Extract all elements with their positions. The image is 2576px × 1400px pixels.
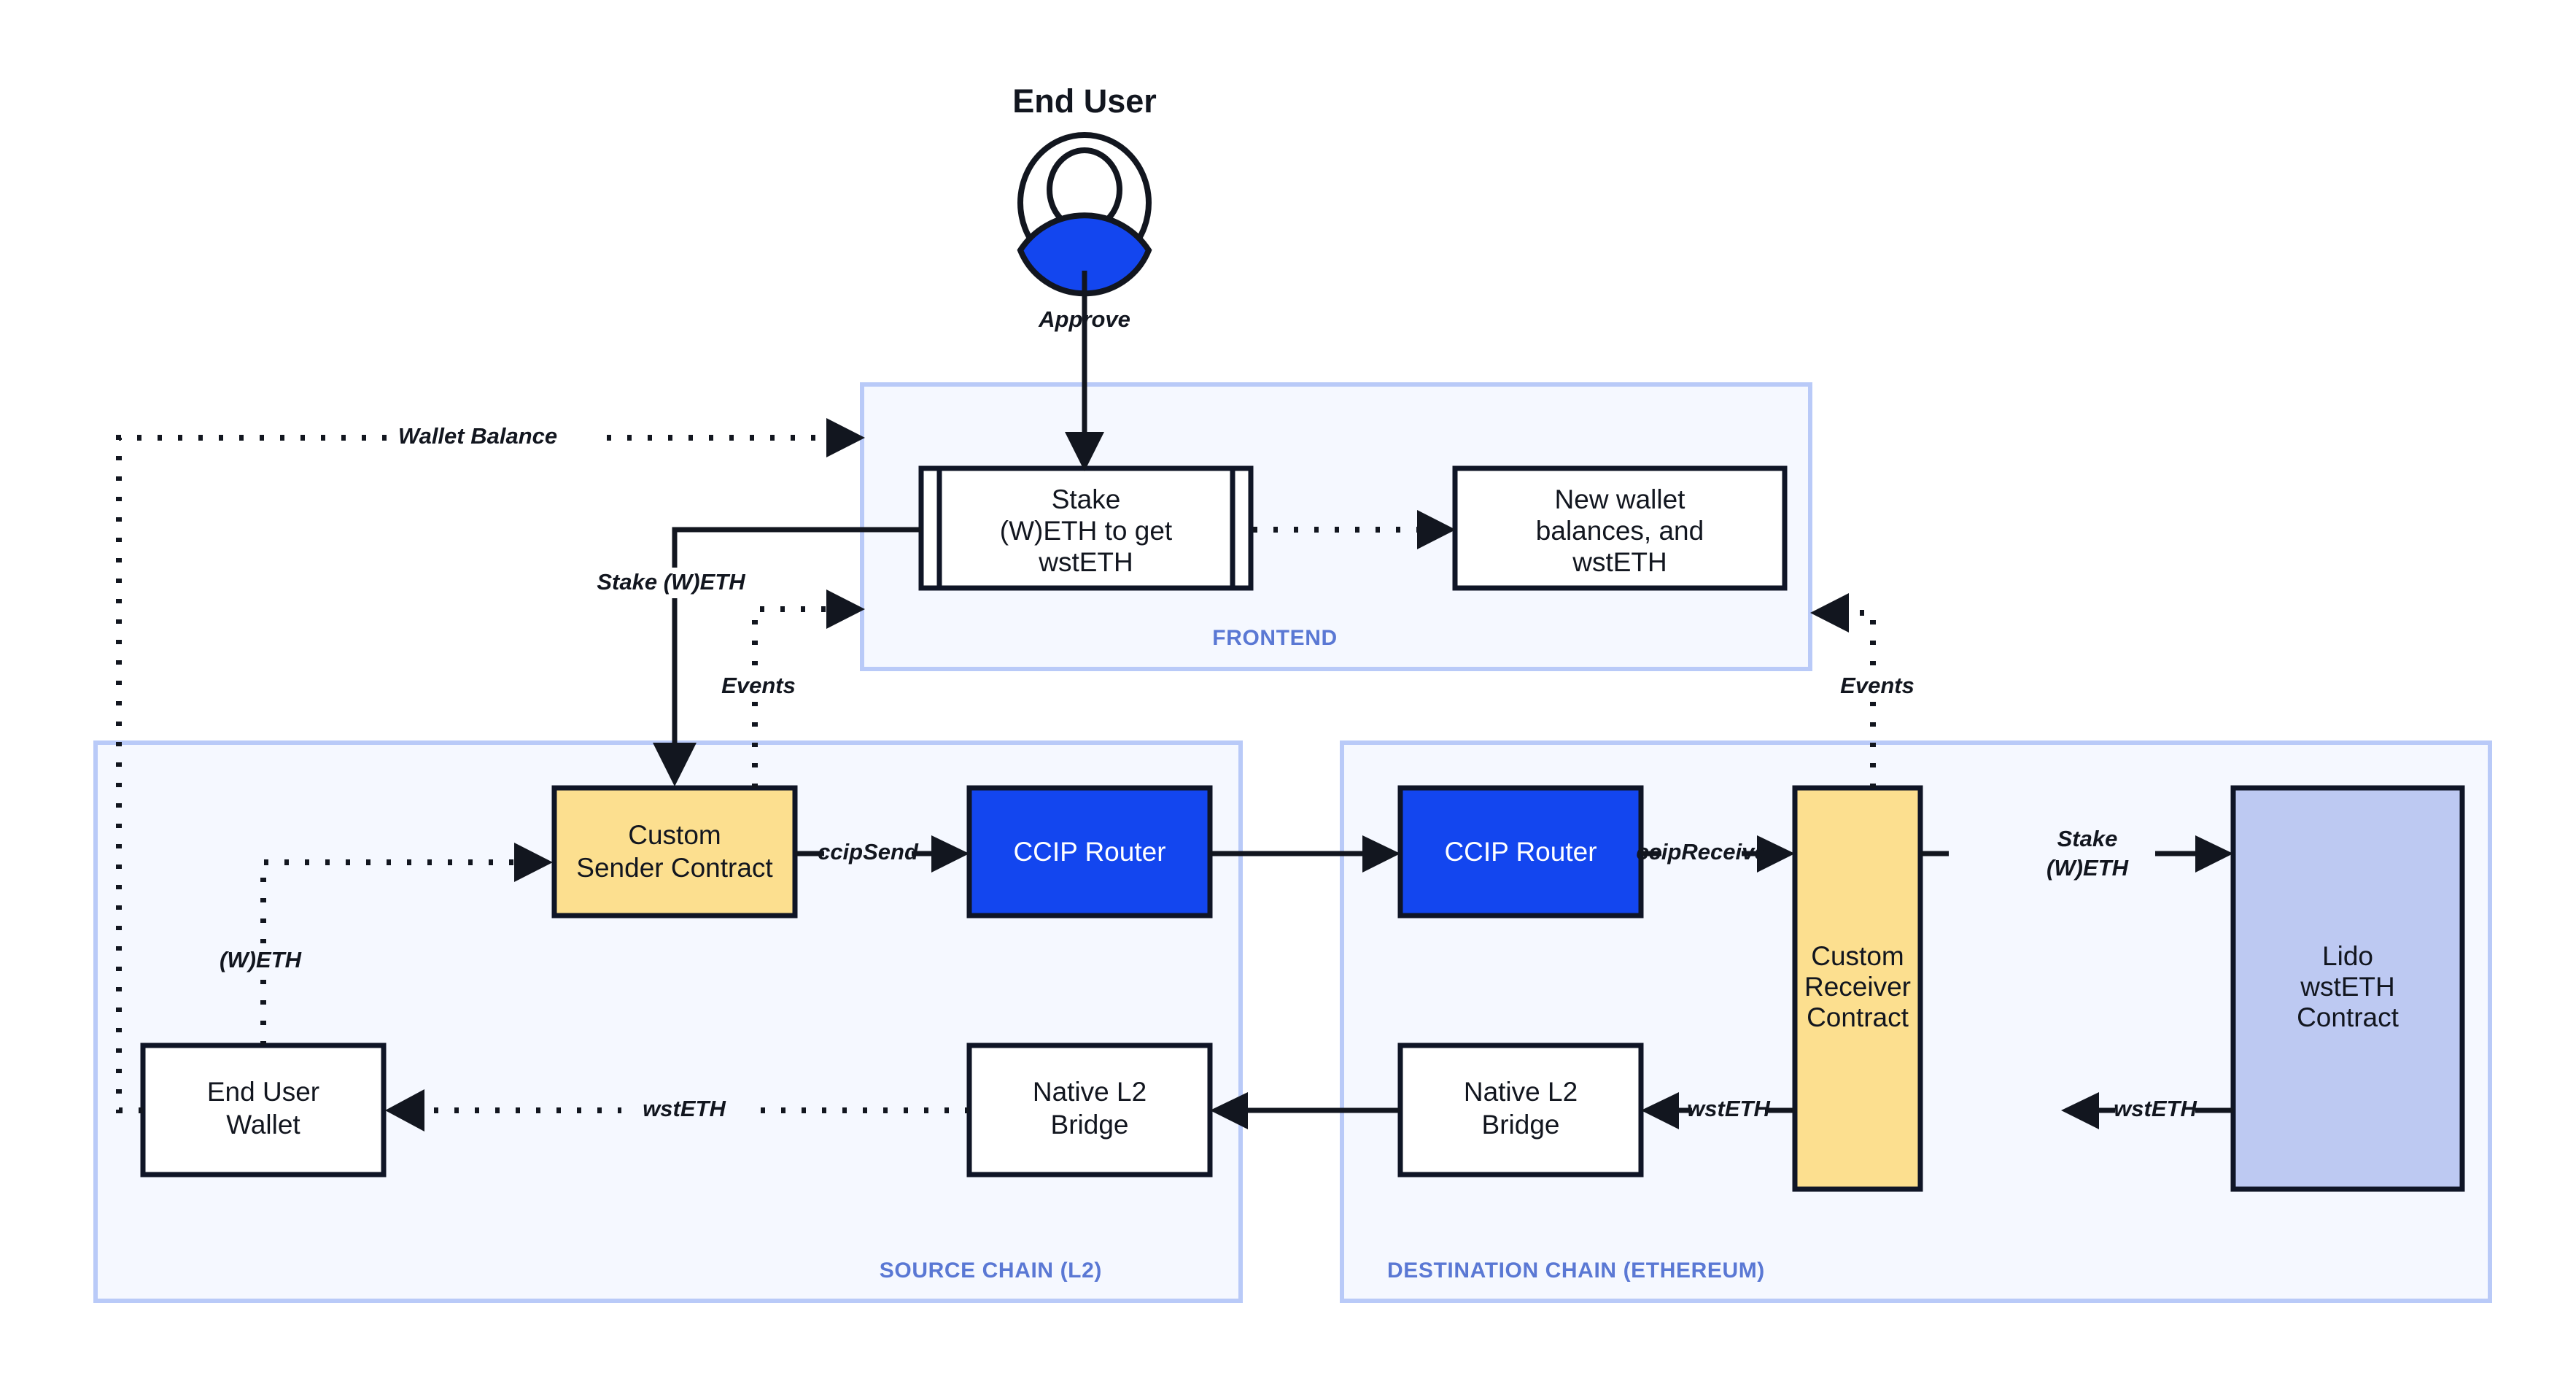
edge-events-source-label-bg xyxy=(686,671,824,702)
edge-approve-arrowhead xyxy=(1065,432,1104,471)
edge-stake-weth-source-label-bg xyxy=(576,568,766,598)
node-native-bridge-dest[interactable]: Native L2 Bridge xyxy=(1397,1043,1644,1177)
edge-stake-weth-dest: Stake (W)ETH xyxy=(1920,826,2233,881)
node-custom-sender-contract-line-1: Custom xyxy=(628,820,721,850)
node-new-balances[interactable]: New wallet balances, and wstETH xyxy=(1452,465,1788,591)
edge-router-to-router-arrowhead xyxy=(1362,835,1400,873)
edge-ccip-receive-arrowhead xyxy=(1757,835,1795,873)
user-avatar-icon xyxy=(1017,132,1152,297)
node-lido-wsteth-contract-line-3: Contract xyxy=(2297,1002,2400,1032)
node-stake-form-rect xyxy=(918,465,1254,591)
node-end-user-wallet[interactable]: End User Wallet xyxy=(140,1043,387,1177)
edge-form-to-balances xyxy=(1253,510,1456,549)
edge-wsteth-bridge-to-wallet-label-bg xyxy=(621,1094,753,1126)
node-ccip-router-dest-rect xyxy=(1397,785,1644,918)
node-stake-form-line-2: (W)ETH to get xyxy=(1000,516,1173,546)
edge-events-dest: Events xyxy=(1809,593,1947,788)
edge-events-source-label: Events xyxy=(721,673,796,698)
node-custom-sender-contract-rect xyxy=(551,785,798,918)
edge-wsteth-receiver-to-bridge: wstETH xyxy=(1641,1092,1795,1129)
edge-wsteth-receiver-to-bridge-label: wstETH xyxy=(1687,1096,1770,1121)
node-custom-receiver-contract[interactable]: Custom Receiver Contract xyxy=(1792,785,1923,1192)
edge-stake-weth-dest-line-2: (W)ETH xyxy=(2047,855,2129,881)
edge-ccip-send: ccipSend xyxy=(795,835,969,873)
node-native-bridge-dest-line-1: Native L2 xyxy=(1464,1077,1578,1107)
zone-frontend-label: FRONTEND xyxy=(1212,626,1337,650)
edge-wsteth-receiver-to-bridge-arrowhead xyxy=(1641,1092,1679,1129)
edge-weth-deposit-label-bg xyxy=(208,946,339,977)
node-native-bridge-source-line-1: Native L2 xyxy=(1033,1077,1147,1107)
node-native-bridge-dest-rect xyxy=(1397,1043,1644,1177)
edge-wallet-balance-label: Wallet Balance xyxy=(398,423,557,449)
edge-ccip-send-arrowhead xyxy=(931,835,969,873)
node-lido-wsteth-contract-rect xyxy=(2230,785,2465,1192)
edge-stake-weth-source-arrowhead xyxy=(653,743,697,786)
zone-source-chain-label: SOURCE CHAIN (L2) xyxy=(880,1258,1102,1283)
edge-events-dest-arrowhead xyxy=(1810,593,1849,633)
edge-wallet-balance-label-bg xyxy=(394,422,605,454)
edge-wsteth-lido-to-receiver-arrowhead xyxy=(2061,1092,2099,1129)
edge-events-source: Events xyxy=(686,589,865,788)
actor-end-user: End User xyxy=(1012,82,1157,297)
node-native-bridge-source-line-2: Bridge xyxy=(1051,1110,1129,1140)
node-custom-receiver-contract-line-3: Contract xyxy=(1807,1002,1909,1032)
edge-stake-weth-dest-line-1: Stake xyxy=(2057,826,2118,851)
edge-weth-deposit-arrowhead xyxy=(514,843,553,882)
edge-ccip-send-label: ccipSend xyxy=(818,839,919,865)
node-new-balances-line-2: balances, and xyxy=(1536,516,1704,546)
node-custom-receiver-contract-rect xyxy=(1792,785,1923,1192)
edge-events-dest-label-bg xyxy=(1809,671,1947,702)
edge-wsteth-lido-to-receiver-label: wstETH xyxy=(2114,1096,2197,1121)
actor-end-user-label: End User xyxy=(1012,82,1157,120)
edge-wsteth-lido-to-receiver: wstETH xyxy=(2061,1092,2233,1129)
node-lido-wsteth-contract-line-2: wstETH xyxy=(2300,972,2395,1002)
edge-stake-weth-source-label: Stake (W)ETH xyxy=(597,569,745,595)
node-custom-sender-contract-line-2: Sender Contract xyxy=(576,853,773,883)
edge-approve-label: Approve xyxy=(1038,306,1130,332)
node-lido-wsteth-contract-line-1: Lido xyxy=(2322,941,2373,971)
edge-stake-weth-dest-arrowhead xyxy=(2195,835,2233,873)
edge-wallet-balance: Wallet Balance xyxy=(116,418,865,1113)
node-new-balances-line-1: New wallet xyxy=(1555,484,1686,514)
node-end-user-wallet-line-1: End User xyxy=(207,1077,319,1107)
node-lido-wsteth-contract[interactable]: Lido wstETH Contract xyxy=(2230,785,2465,1192)
node-ccip-router-source-label: CCIP Router xyxy=(1013,837,1165,867)
edge-wsteth-bridge-to-bridge xyxy=(1210,1092,1400,1129)
edge-ccip-receive: ccipReceive xyxy=(1636,835,1795,873)
node-native-bridge-source-rect xyxy=(966,1043,1213,1177)
edge-events-source-arrowhead xyxy=(826,589,865,629)
node-native-bridge-source[interactable]: Native L2 Bridge xyxy=(966,1043,1213,1177)
node-custom-receiver-contract-line-1: Custom xyxy=(1811,941,1904,971)
node-stake-form-line-1: Stake xyxy=(1052,484,1121,514)
edge-form-to-balances-arrowhead xyxy=(1417,510,1456,549)
node-stake-form[interactable]: Stake (W)ETH to get wstETH xyxy=(918,465,1254,591)
node-custom-receiver-contract-line-2: Receiver xyxy=(1804,972,1911,1002)
node-end-user-wallet-line-2: Wallet xyxy=(226,1110,300,1140)
edge-wallet-balance-arrowhead xyxy=(826,418,865,457)
edge-wsteth-bridge-to-wallet: wstETH xyxy=(385,1089,969,1132)
edge-approve: Approve xyxy=(1038,271,1130,471)
node-ccip-router-source[interactable]: CCIP Router xyxy=(966,785,1213,918)
node-custom-sender-contract[interactable]: Custom Sender Contract xyxy=(551,785,798,918)
edge-wsteth-bridge-to-bridge-arrowhead xyxy=(1210,1092,1248,1129)
node-ccip-router-dest-label: CCIP Router xyxy=(1444,837,1597,867)
edge-weth-deposit: (W)ETH xyxy=(208,843,553,1045)
node-stake-form-line-3: wstETH xyxy=(1038,547,1133,577)
node-new-balances-rect xyxy=(1452,465,1788,591)
edge-ccip-receive-label: ccipReceive xyxy=(1636,839,1766,865)
edge-router-to-router xyxy=(1210,835,1400,873)
edge-stake-weth-source: Stake (W)ETH xyxy=(576,527,921,786)
node-new-balances-line-3: wstETH xyxy=(1572,547,1667,577)
edge-wsteth-bridge-to-wallet-label: wstETH xyxy=(643,1096,726,1121)
edge-events-dest-label: Events xyxy=(1840,673,1914,698)
node-native-bridge-dest-line-2: Bridge xyxy=(1482,1110,1560,1140)
edge-wsteth-bridge-to-wallet-arrowhead xyxy=(385,1089,424,1132)
edge-weth-deposit-label: (W)ETH xyxy=(220,947,302,972)
node-ccip-router-dest[interactable]: CCIP Router xyxy=(1397,785,1644,918)
zone-destination-chain-label: DESTINATION CHAIN (ETHEREUM) xyxy=(1387,1258,1765,1283)
